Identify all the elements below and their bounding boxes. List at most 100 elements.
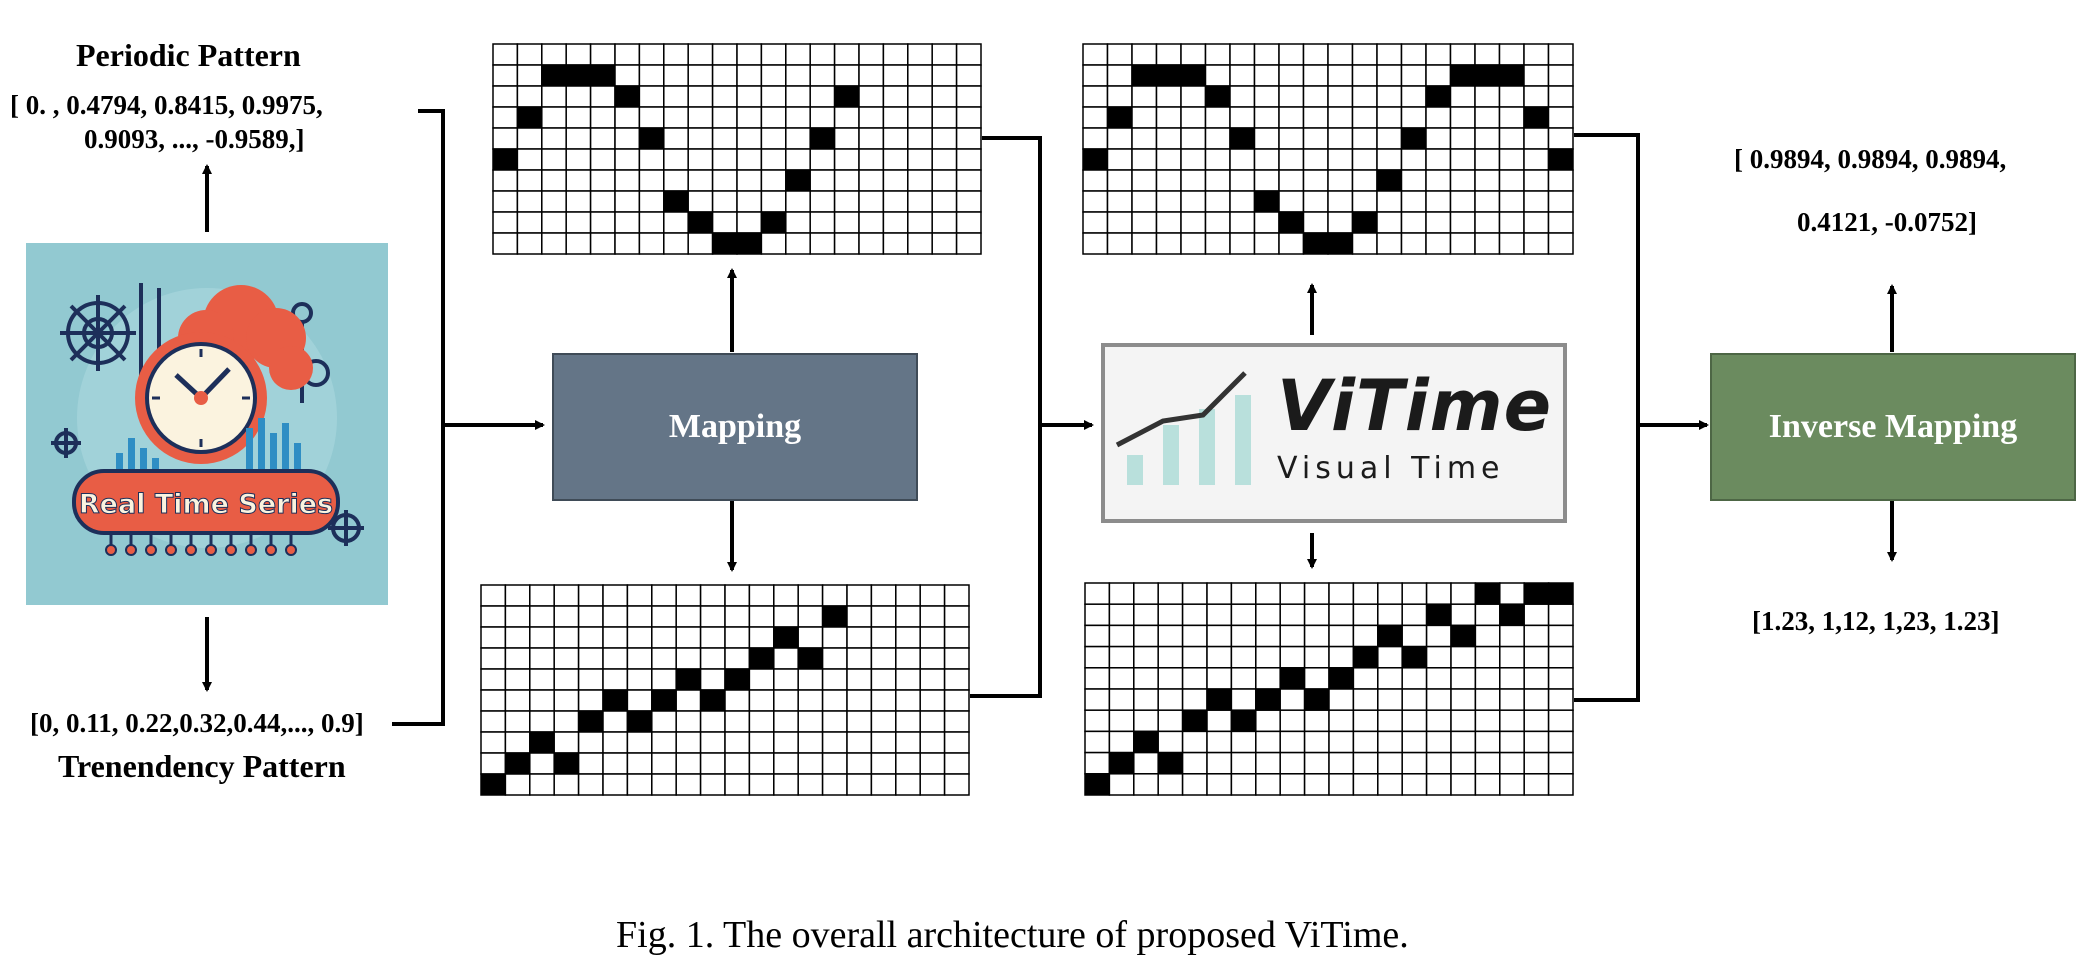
grid-cell — [529, 668, 555, 691]
grid-cell-filled — [480, 773, 507, 796]
grid-cell — [1425, 169, 1452, 192]
grid-cell — [1082, 190, 1109, 213]
grid-cell — [1474, 730, 1501, 754]
grid-cell — [1327, 211, 1354, 234]
grid-cell — [882, 211, 909, 234]
grid-cell — [1131, 190, 1158, 213]
grid-cell — [1474, 688, 1501, 711]
grid-cell — [687, 169, 714, 192]
grid-cell — [651, 668, 677, 691]
grid-cell — [955, 232, 982, 255]
real-time-series-logo: Real Time Series — [26, 243, 388, 605]
grid-cell — [1253, 64, 1280, 87]
grid-cell — [492, 43, 519, 66]
grid-cell — [1133, 582, 1159, 605]
grid-cell — [846, 689, 873, 712]
grid-cell — [516, 127, 543, 150]
grid-cell — [687, 190, 714, 213]
grid-cell — [1498, 211, 1525, 234]
grid-cell — [1180, 169, 1207, 192]
grid-cell — [1474, 169, 1501, 192]
grid-cell — [1108, 603, 1135, 627]
grid-cell — [541, 211, 567, 234]
grid-cell — [504, 689, 531, 712]
grid-cell — [614, 169, 641, 192]
grid-cell — [602, 605, 629, 628]
grid-cell — [1133, 773, 1159, 796]
grid-cell — [1401, 624, 1428, 648]
grid-cell — [626, 584, 653, 607]
grid-cell — [785, 85, 811, 108]
grid-cell — [931, 64, 958, 87]
grid-cell — [565, 43, 592, 66]
grid-cell — [553, 584, 580, 607]
grid-cell — [1352, 730, 1379, 754]
grid-cell — [1180, 148, 1207, 171]
grid-cell — [1523, 148, 1550, 171]
grid-cell — [1206, 582, 1233, 605]
grid-cell — [1157, 730, 1184, 754]
grid-cell — [1253, 106, 1280, 129]
grid-cell — [1449, 232, 1476, 255]
grid-cell — [480, 668, 507, 691]
grid-cell — [1352, 688, 1379, 711]
grid-cell — [1523, 85, 1550, 108]
grid-cell — [1352, 709, 1379, 733]
grid-cell-filled — [773, 626, 799, 649]
grid-cell — [589, 190, 616, 213]
grid-cell — [1230, 624, 1257, 648]
grid-cell — [907, 232, 933, 255]
grid-cell — [1523, 645, 1550, 669]
grid-cell — [846, 773, 873, 796]
grid-cell — [1401, 688, 1428, 711]
grid-cell — [675, 773, 702, 796]
grid-cell — [1499, 645, 1525, 669]
grid-cell — [1425, 645, 1452, 669]
grid-cell — [1303, 603, 1330, 627]
grid-cell — [1547, 190, 1574, 213]
grid-cell — [1084, 688, 1111, 711]
grid-cell — [724, 752, 751, 775]
grid-cell — [1084, 709, 1111, 733]
grid-cell — [1401, 667, 1428, 690]
grid-cell — [1155, 85, 1182, 108]
grid-cell — [1133, 667, 1159, 690]
grid-cell-filled — [1082, 148, 1109, 171]
grid-cell — [553, 731, 580, 754]
grid-cell — [1303, 624, 1330, 648]
grid-cell — [1498, 148, 1525, 171]
grid-cell-filled — [1157, 751, 1184, 775]
grid-cell — [736, 148, 763, 171]
grid-cell — [1400, 106, 1427, 129]
grid-cell — [1377, 730, 1403, 754]
grid-cell — [1547, 85, 1574, 108]
grid-cell — [931, 106, 958, 129]
grid-cell — [687, 232, 714, 255]
inverse-mapping-block: Inverse Mapping — [1710, 353, 2076, 501]
grid-cell — [1255, 730, 1281, 754]
grid-cell — [565, 106, 592, 129]
grid-cell — [1328, 645, 1355, 669]
grid-cell — [846, 668, 873, 691]
grid-cell — [1400, 232, 1427, 255]
grid-cell — [1131, 85, 1158, 108]
grid-cell — [626, 626, 653, 649]
grid-cell — [1157, 624, 1184, 648]
grid-cell — [1523, 667, 1550, 690]
grid-cell — [1108, 688, 1135, 711]
grid-cell — [943, 647, 970, 670]
grid-cell-filled — [1377, 624, 1403, 648]
grid-cell — [1229, 148, 1256, 171]
grid-cell-filled — [553, 752, 580, 775]
grid-cell — [858, 85, 885, 108]
grid-cell-filled — [1229, 127, 1256, 150]
grid-cell — [1181, 751, 1208, 775]
grid-cell — [1377, 751, 1403, 775]
grid-cell — [943, 752, 970, 775]
grid-cell — [1180, 211, 1207, 234]
grid-cell — [589, 85, 616, 108]
grid-cell — [1279, 624, 1306, 648]
grid-cell-filled — [1425, 603, 1452, 627]
grid-cell-filled — [626, 710, 653, 733]
grid-cell — [785, 190, 811, 213]
